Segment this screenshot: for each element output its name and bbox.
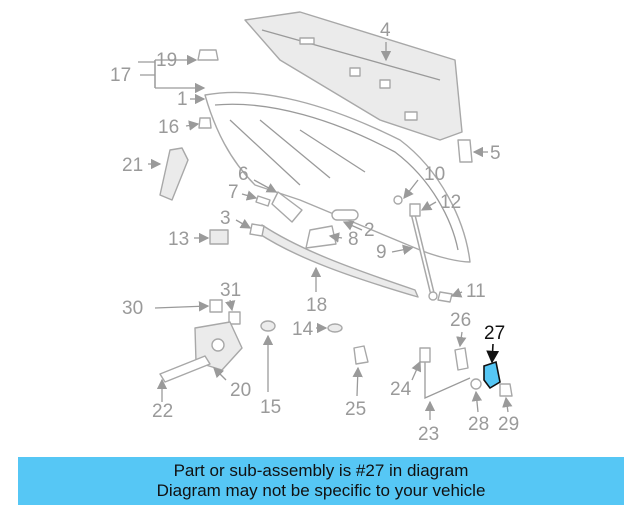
bumper-15-part bbox=[260, 320, 276, 332]
callout-19: 19 bbox=[156, 50, 177, 71]
clip-3-part bbox=[249, 223, 265, 237]
parts-diagram: 1 2 3 4 5 6 7 8 9 10 11 12 13 14 15 16 1… bbox=[110, 11, 519, 445]
prop-rod-part bbox=[424, 360, 471, 400]
bumper-14-part bbox=[327, 323, 343, 333]
bracket-8-part bbox=[305, 225, 337, 249]
callout-5: 5 bbox=[490, 143, 501, 164]
callout-6: 6 bbox=[238, 164, 249, 185]
callout-28: 28 bbox=[468, 414, 489, 435]
hinge-21-part bbox=[159, 147, 189, 201]
clip-19-part bbox=[197, 49, 219, 61]
hood-panel-part bbox=[204, 91, 471, 263]
clip-11-part bbox=[437, 291, 453, 303]
info-banner: Part or sub-assembly is #27 in diagram D… bbox=[18, 457, 624, 505]
callout-20: 20 bbox=[230, 380, 251, 401]
callout-24: 24 bbox=[390, 379, 412, 400]
bracket-6-part bbox=[271, 191, 303, 223]
callout-23: 23 bbox=[418, 424, 439, 445]
prop-clip-25-part bbox=[353, 345, 369, 365]
callout-numbers: 1 2 3 4 5 6 7 8 9 10 11 12 13 14 15 16 1… bbox=[110, 20, 519, 445]
nut-31-part bbox=[228, 311, 241, 325]
callout-30: 30 bbox=[122, 298, 143, 319]
callout-12: 12 bbox=[440, 192, 461, 213]
callout-16: 16 bbox=[158, 117, 179, 138]
grommet-16-part bbox=[198, 117, 212, 129]
banner-line-part-number: Part or sub-assembly is #27 in diagram bbox=[173, 461, 469, 480]
callout-17: 17 bbox=[110, 65, 131, 86]
callout-8: 8 bbox=[348, 229, 359, 250]
bolt-7-part bbox=[255, 195, 271, 207]
callout-9: 9 bbox=[376, 242, 387, 263]
hood-strut-part bbox=[409, 209, 438, 301]
leader-lines bbox=[138, 42, 513, 420]
callout-2: 2 bbox=[364, 220, 375, 241]
hood-insulator-pad-part bbox=[244, 11, 463, 141]
callout-21: 21 bbox=[122, 155, 143, 176]
weatherstrip-part bbox=[257, 224, 419, 298]
callout-29: 29 bbox=[498, 414, 519, 435]
callout-25: 25 bbox=[345, 399, 366, 420]
clip-26-part bbox=[454, 347, 469, 371]
hood-latch-part bbox=[159, 321, 243, 383]
grommet-28-part bbox=[470, 378, 482, 390]
callout-10: 10 bbox=[424, 164, 445, 185]
callout-11: 11 bbox=[466, 281, 486, 302]
callout-18: 18 bbox=[306, 295, 327, 316]
highlighted-part-27 bbox=[483, 360, 501, 390]
bolt-30-part bbox=[209, 299, 223, 313]
rod-holder-24-part bbox=[419, 347, 431, 363]
callout-22: 22 bbox=[152, 401, 173, 422]
callout-27: 27 bbox=[484, 323, 505, 344]
banner-line-disclaimer: Diagram may not be specific to your vehi… bbox=[156, 481, 486, 500]
callout-26: 26 bbox=[450, 310, 471, 331]
callout-1: 1 bbox=[177, 89, 188, 110]
callout-31: 31 bbox=[220, 280, 241, 301]
callout-7: 7 bbox=[228, 182, 239, 203]
callout-3: 3 bbox=[220, 208, 231, 229]
clip-29-part bbox=[499, 383, 513, 397]
bracket-5-part bbox=[457, 139, 473, 163]
callout-14: 14 bbox=[292, 319, 314, 340]
bumper-13-part bbox=[209, 229, 229, 245]
clip-12-part bbox=[409, 203, 421, 217]
callout-4: 4 bbox=[380, 20, 391, 41]
callout-13: 13 bbox=[168, 229, 189, 250]
callout-15: 15 bbox=[260, 397, 281, 418]
